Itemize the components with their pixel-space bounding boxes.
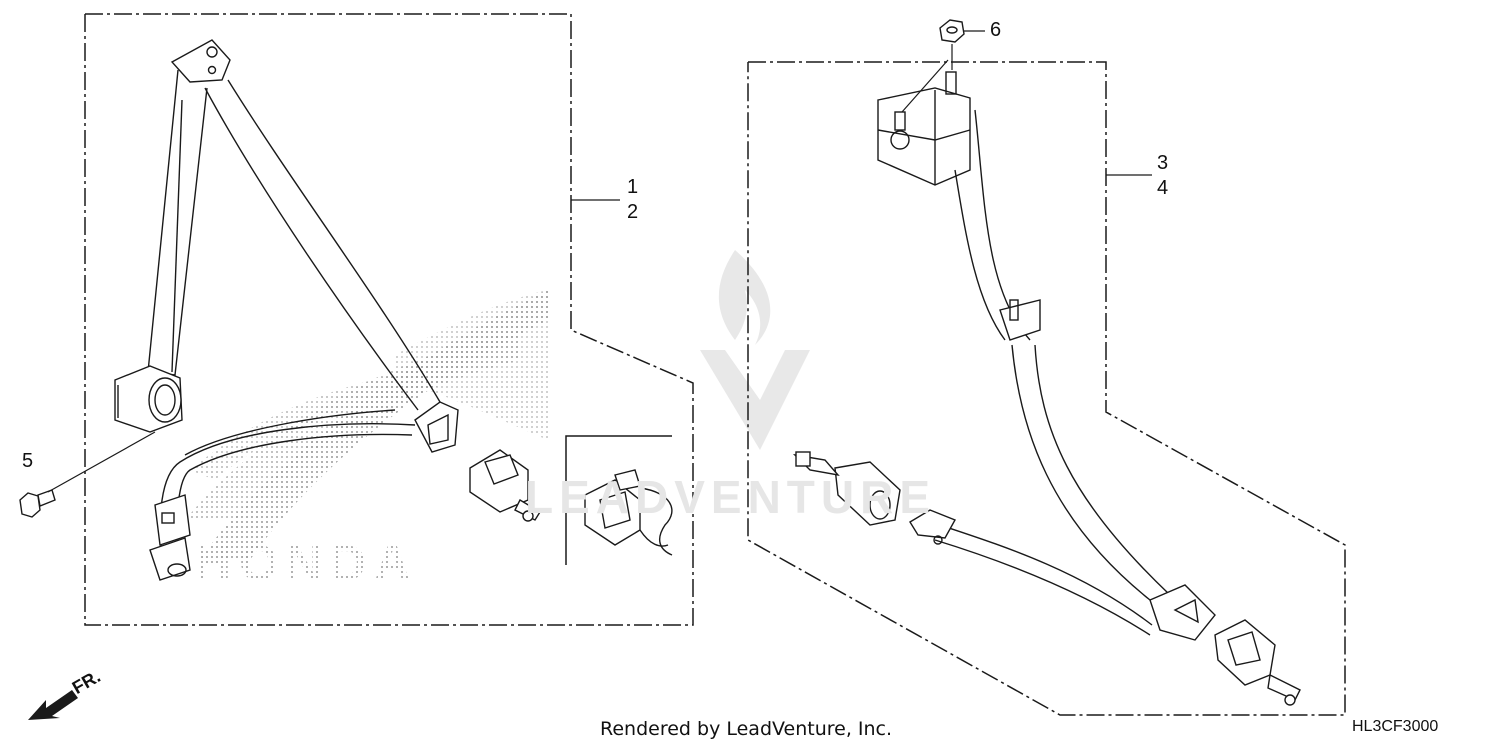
wire-harness-connector <box>584 469 673 556</box>
brand-logo-icon: HONDA <box>185 290 548 591</box>
front-seat-belt-assembly <box>114 39 459 581</box>
buckle-part-right-lower <box>1214 619 1301 706</box>
watermark-emblem-icon <box>700 250 810 450</box>
diagram-code: HL3CF3000 <box>1352 718 1439 735</box>
watermark-text: LEADVENTURE <box>525 471 937 523</box>
callout-2: 2 <box>627 201 639 223</box>
callout-1: 1 <box>627 176 639 198</box>
bolt-part <box>19 489 56 518</box>
callout-6: 6 <box>990 19 1002 41</box>
callout-4: 4 <box>1157 177 1169 199</box>
buckle-part-right-upper <box>792 451 901 526</box>
rear-seat-belt-assembly <box>877 71 1216 641</box>
buckle-part-left <box>469 449 541 522</box>
footer-credit: Rendered by LeadVenture, Inc. <box>600 718 893 740</box>
nut-part <box>939 19 965 43</box>
callout-5: 5 <box>22 450 34 472</box>
group-outline-right <box>747 61 1346 716</box>
front-direction-arrow-icon <box>28 690 78 720</box>
subgroup-outline <box>565 435 672 565</box>
svg-text:HONDA: HONDA <box>195 535 418 591</box>
callout-3: 3 <box>1157 152 1169 174</box>
group-outline-left <box>84 13 694 626</box>
